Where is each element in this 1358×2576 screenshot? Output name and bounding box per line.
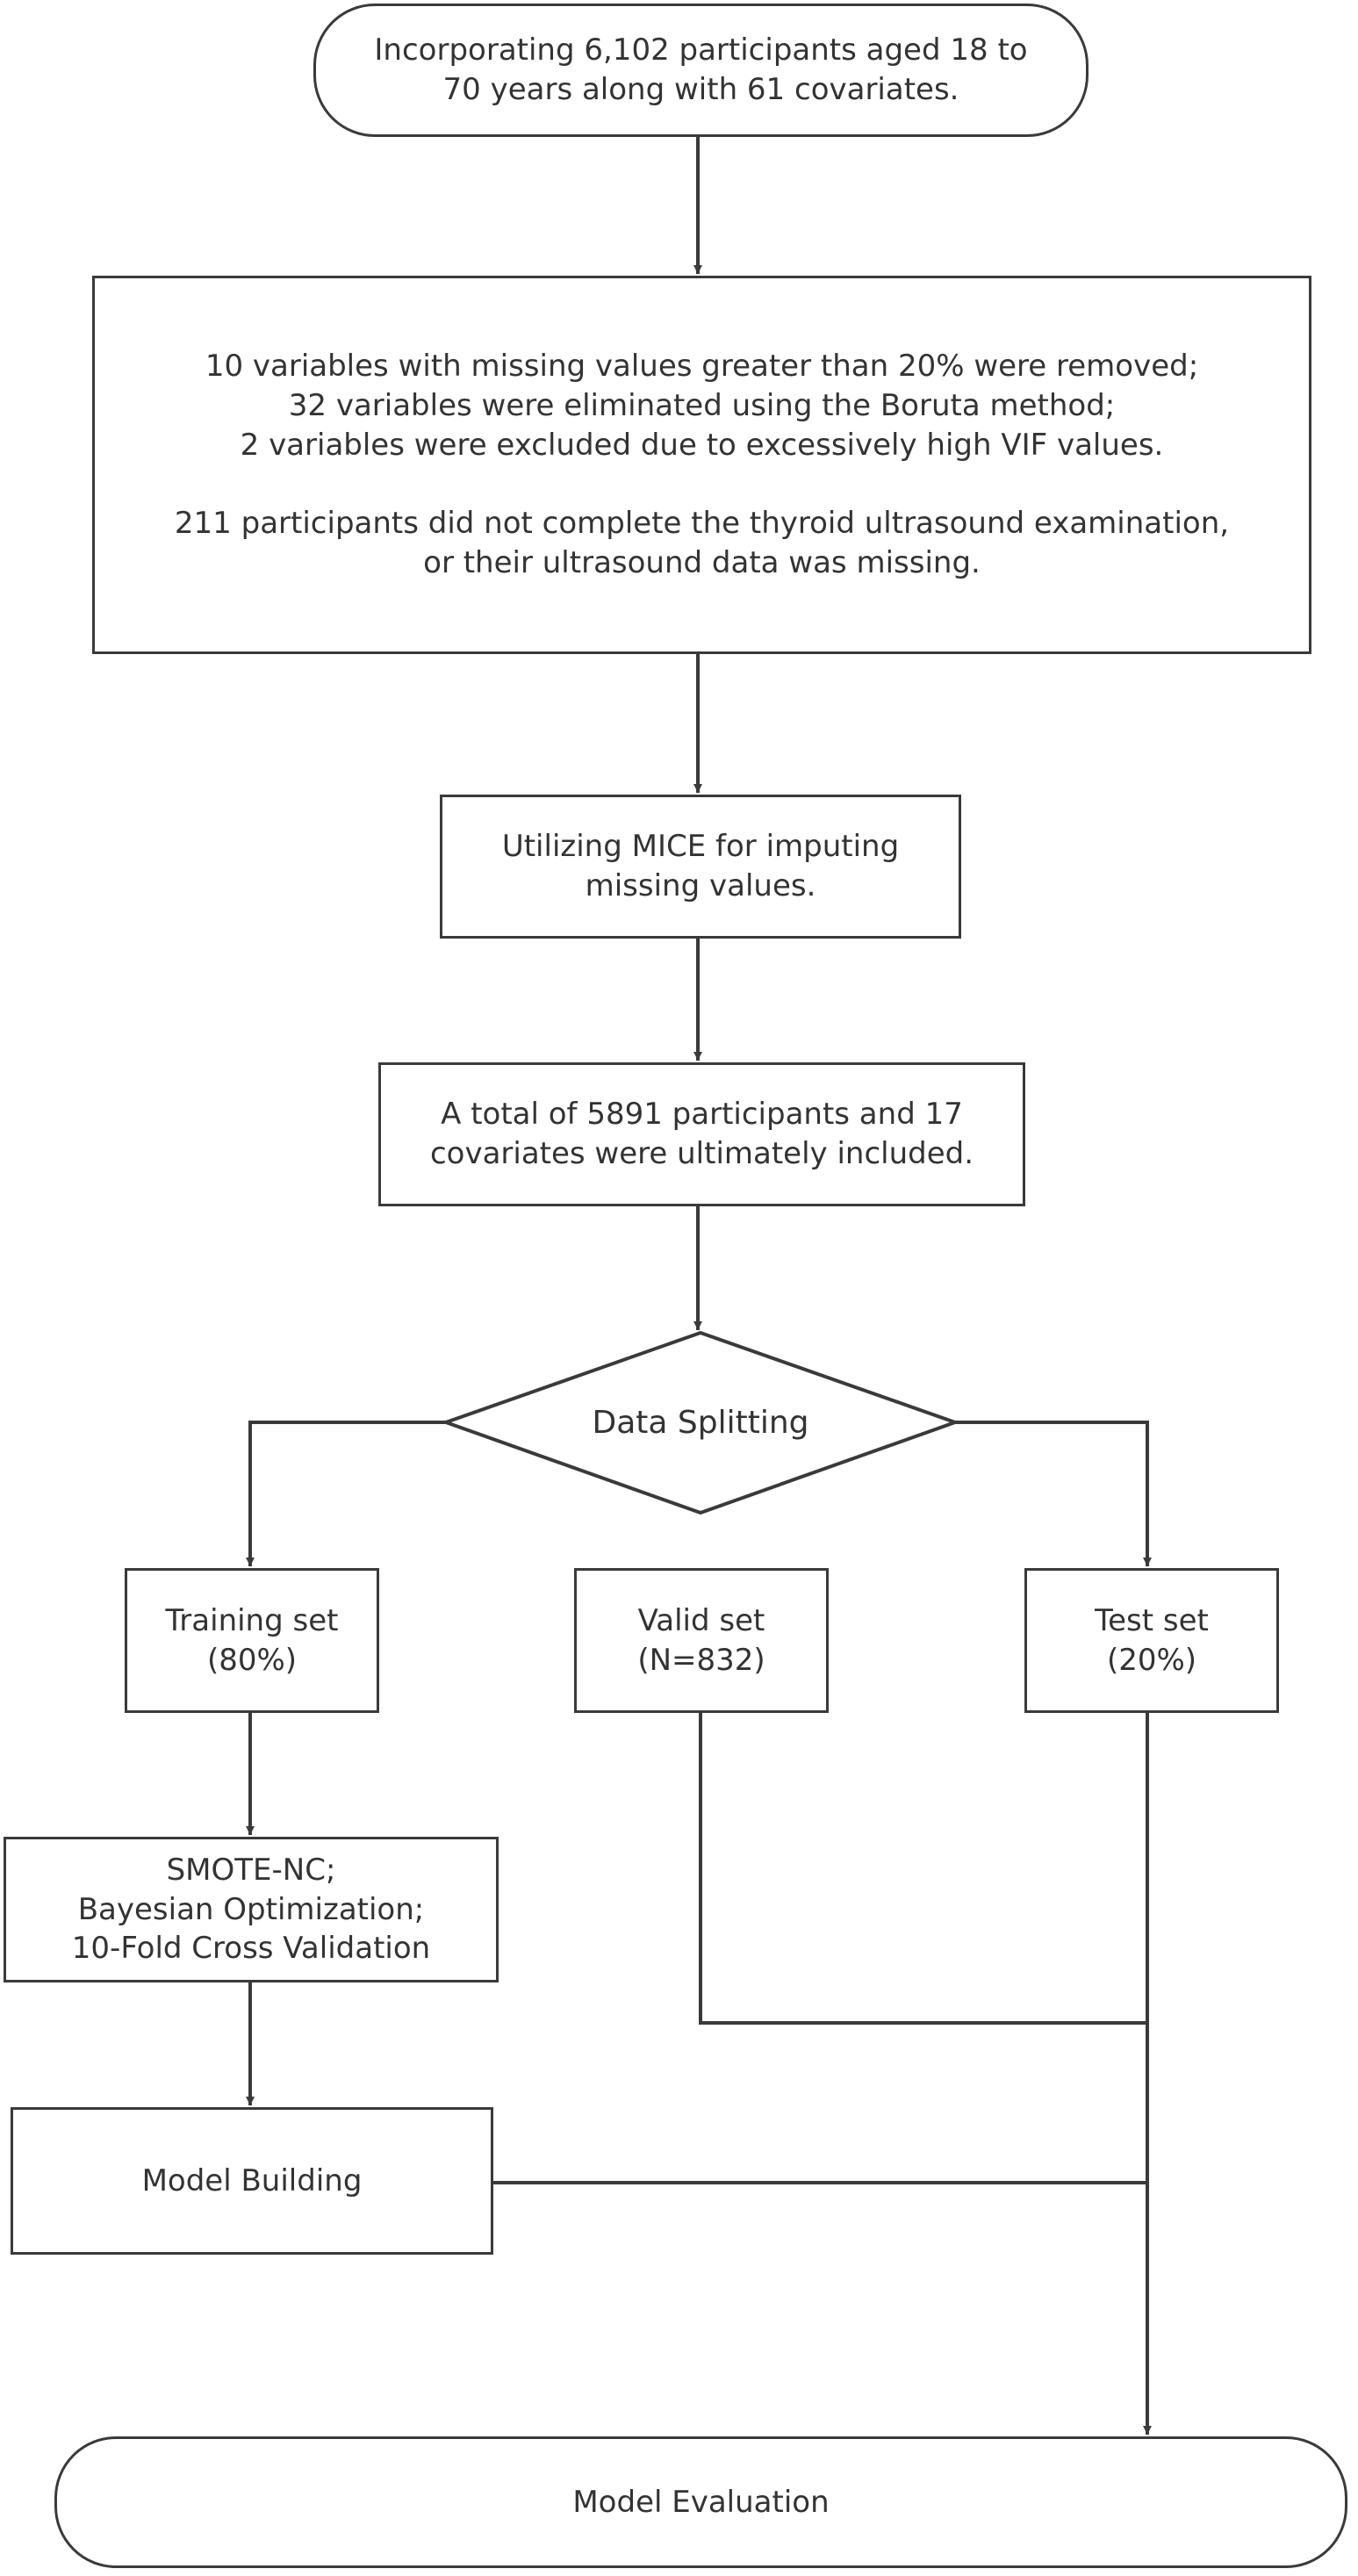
training-line-2: (80%) (206, 1642, 298, 1678)
training-set-box: Training set (80%) (125, 1568, 379, 1713)
test-line-2: (20%) (1106, 1642, 1197, 1678)
model-building-label: Model Building (141, 2162, 363, 2198)
training-line-1: Training set (165, 1602, 339, 1638)
included-line-2: covariates were ultimately included. (429, 1136, 974, 1171)
evaluation-label: Model Evaluation (572, 2484, 830, 2520)
start-node: Incorporating 6,102 participants aged 18… (313, 4, 1089, 137)
test-set-box: Test set (20%) (1024, 1568, 1279, 1713)
connector-valid-to-evaluation (699, 1712, 1147, 2025)
arrow-decision-to-test (955, 1421, 1152, 1566)
exclusion-line-2: 32 variables were eliminated using the B… (288, 388, 1116, 424)
start-line-2: 70 years along with 61 covariates. (442, 72, 959, 107)
imputation-box: Utilizing MICE for imputing missing valu… (440, 795, 961, 939)
exclusion-line-3: 2 variables were excluded due to excessi… (240, 428, 1164, 464)
imputation-line-2: missing values. (585, 868, 816, 903)
valid-line-2: (N=832) (637, 1642, 765, 1678)
tuning-line-1: SMOTE-NC; (166, 1852, 336, 1888)
test-line-1: Test set (1095, 1602, 1209, 1638)
exclusion-note-line-1: 211 participants did not complete the th… (174, 505, 1230, 541)
exclusion-line-1: 10 variables with missing values greater… (205, 349, 1199, 385)
imputation-line-1: Utilizing MICE for imputing (501, 829, 900, 865)
included-box: A total of 5891 participants and 17 cova… (378, 1062, 1025, 1206)
valid-line-1: Valid set (637, 1602, 765, 1638)
tuning-line-3: 10-Fold Cross Validation (71, 1931, 431, 1967)
decision-diamond (440, 1330, 961, 1515)
valid-set-box: Valid set (N=832) (574, 1568, 829, 1713)
exclusion-note-line-2: or their ultrasound data was missing. (423, 544, 981, 580)
included-line-1: A total of 5891 participants and 17 (441, 1097, 963, 1133)
decision-label: Data Splitting (592, 1404, 809, 1441)
tuning-box: SMOTE-NC; Bayesian Optimization; 10-Fold… (4, 1837, 499, 1982)
model-building-box: Model Building (11, 2107, 493, 2255)
arrow-decision-to-training (246, 1421, 446, 1566)
exclusion-box: 10 variables with missing values greater… (92, 276, 1311, 654)
tuning-line-2: Bayesian Optimization; (77, 1891, 425, 1927)
evaluation-node: Model Evaluation (54, 2436, 1347, 2568)
start-line-1: Incorporating 6,102 participants aged 18… (374, 32, 1028, 68)
